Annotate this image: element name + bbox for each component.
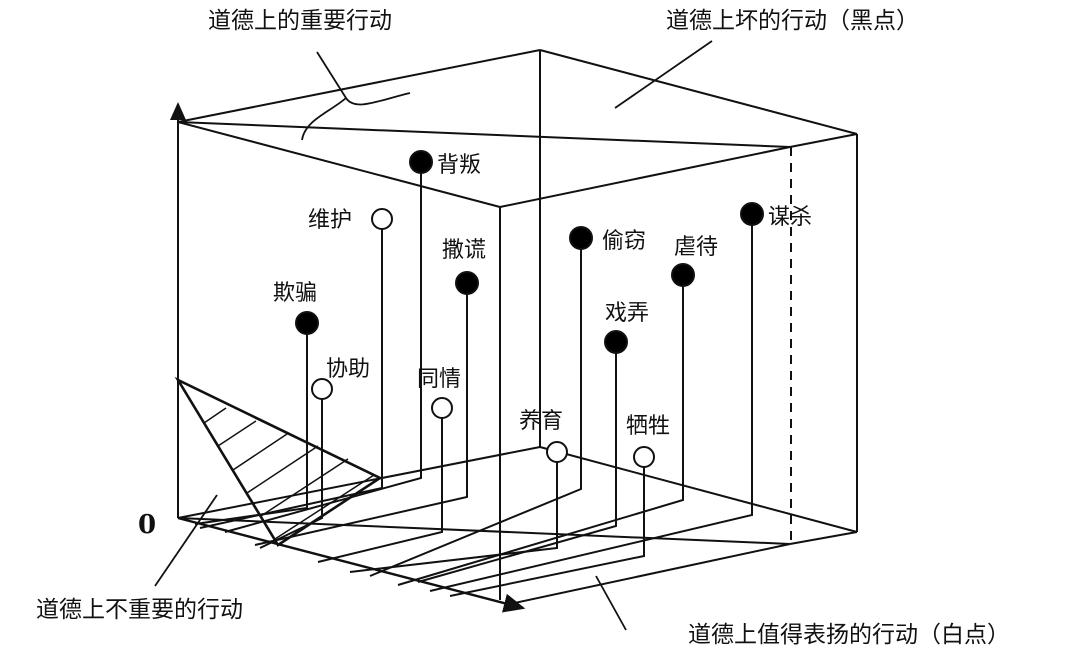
callout-bad: 道德上坏的行动（黑点） (666, 8, 919, 34)
callout-leader-important-tail (301, 97, 347, 141)
action-label: 养育 (519, 409, 563, 434)
praiseworthy-action-dot (371, 208, 393, 230)
action-label: 欺骗 (273, 281, 317, 306)
bad-action-dot (740, 202, 764, 226)
praiseworthy-action-dot (431, 397, 453, 419)
bad-action-dot (409, 150, 433, 174)
action-label: 偷窃 (602, 229, 646, 254)
action-stem (397, 275, 684, 586)
action-stem (349, 452, 558, 573)
action-label: 协助 (326, 357, 370, 382)
box-edge (789, 531, 858, 545)
action-stem (317, 408, 443, 563)
unimportant-region (174, 376, 383, 547)
action-stem (224, 162, 422, 533)
action-stem (259, 389, 323, 549)
action-label: 撒谎 (442, 238, 486, 263)
actions-layer (194, 150, 764, 597)
praiseworthy-action-dot (633, 446, 655, 468)
callout-leader-unimportant (154, 494, 218, 587)
action-label: 背叛 (437, 153, 481, 178)
origin-label: 0 (138, 510, 156, 540)
bad-action-dot (604, 330, 628, 354)
box-edge (539, 49, 858, 135)
action-label: 虐待 (674, 235, 718, 260)
box-edge (789, 133, 858, 148)
bad-action-dot (295, 311, 319, 335)
praiseworthy-action-dot (311, 378, 333, 400)
action-stem (429, 214, 753, 592)
callout-leader-praiseworthy (595, 575, 627, 631)
box-edge (177, 446, 541, 519)
box-edge (499, 146, 791, 208)
action-label: 谋杀 (768, 205, 812, 230)
box-edge (504, 543, 791, 606)
bad-action-dot (455, 271, 479, 295)
box-edge (177, 121, 501, 208)
action-label: 同情 (417, 367, 461, 392)
callout-praiseworthy: 道德上值得表扬的行动（白点） (688, 622, 1010, 648)
bad-action-dot (671, 263, 695, 287)
box-edge (177, 121, 791, 148)
action-stem (194, 323, 308, 525)
praiseworthy-action-dot (546, 441, 568, 463)
bad-action-dot (569, 226, 593, 250)
callout-leader-bad (614, 40, 713, 109)
action-label: 牺牲 (626, 414, 670, 439)
action-label: 维护 (308, 208, 352, 233)
callout-unimportant: 道德上不重要的行动 (36, 597, 243, 623)
box-edge (177, 517, 791, 545)
action-stem (254, 283, 468, 546)
action-stem (369, 238, 582, 577)
box-edge (539, 446, 858, 533)
action-stem (449, 457, 645, 597)
callout-important: 道德上的重要行动 (208, 8, 392, 34)
box-edge (177, 49, 541, 123)
action-stem (417, 342, 617, 583)
action-label: 戏弄 (605, 301, 649, 326)
